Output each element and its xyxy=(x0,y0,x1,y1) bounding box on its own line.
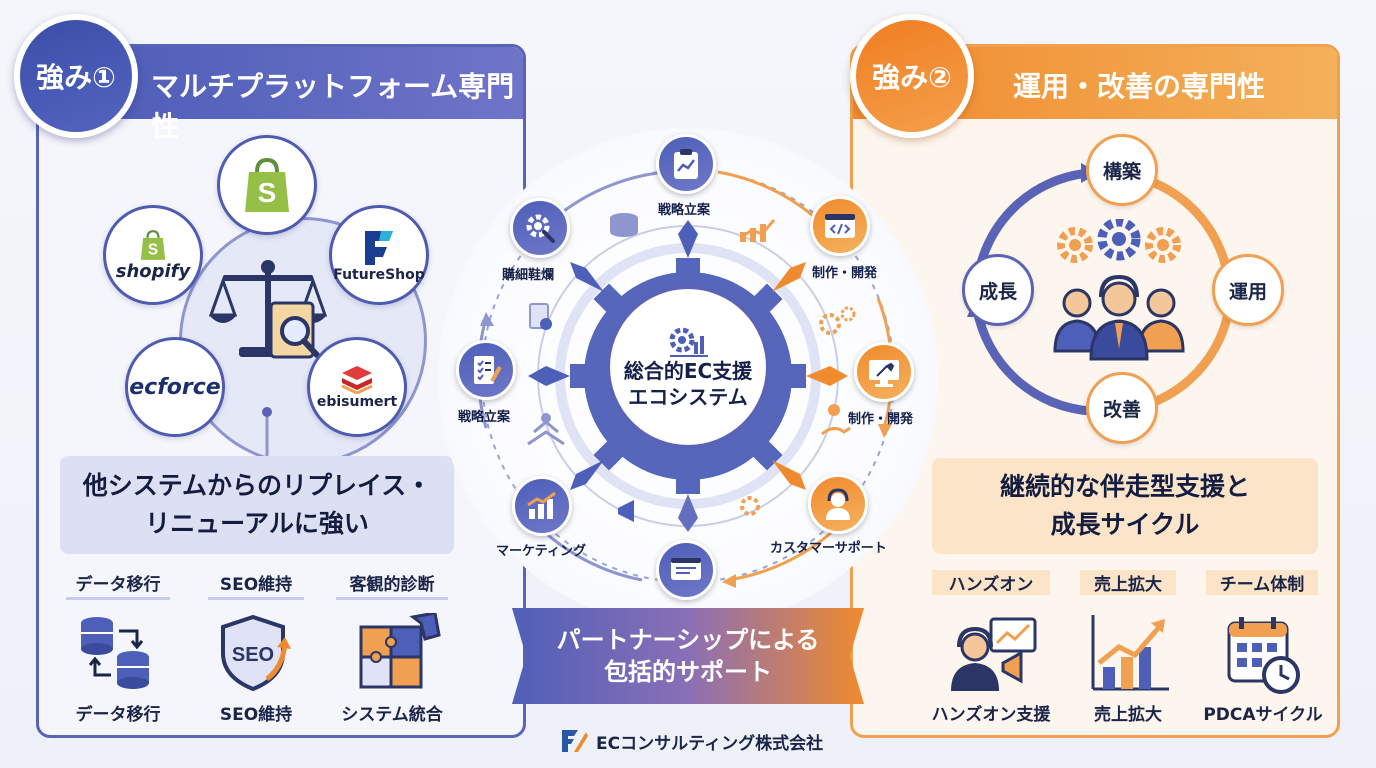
cycle-node-improve: 改善 xyxy=(1086,372,1158,444)
svg-text:S: S xyxy=(148,241,158,258)
feature-title-handson: ハンズオン xyxy=(932,570,1050,595)
cycle-node-build: 構築 xyxy=(1086,134,1158,206)
monitor-wrench-icon xyxy=(869,360,899,387)
feature-title-data-migration: データ移行 xyxy=(66,570,170,600)
ribbon-line-2: 包括的サポート xyxy=(604,658,772,686)
feature-caption-seo: SEO維持 xyxy=(219,705,293,725)
company-footer: ECコンサルティング株式会社 xyxy=(560,728,823,754)
shopify-bag-logo: S xyxy=(217,135,317,235)
hub-title-line-1: 総合的EC支援 xyxy=(623,359,753,383)
handson-support-icon xyxy=(951,617,1037,691)
node-customer-support xyxy=(808,474,868,534)
ecosystem-hub: 総合的EC支援 エコシステム xyxy=(606,285,770,449)
node-strategy-left xyxy=(456,340,516,400)
feature-title-seo: SEO維持 xyxy=(208,570,304,600)
ebisumert-logo-text: ebisumert xyxy=(316,394,398,410)
seo-shield-text: SEO xyxy=(232,644,274,666)
shopify-bag-icon: S xyxy=(245,157,289,212)
node-label-development-right: 制作・開発 xyxy=(848,412,914,427)
data-migration-icon xyxy=(81,617,149,689)
node-label-development-top: 制作・開発 xyxy=(812,266,878,281)
feature-caption-handson: ハンズオン支援 xyxy=(931,705,1051,725)
shopify-logo-text: shopify xyxy=(115,260,191,282)
node-strategy-top xyxy=(656,134,716,194)
node-development-right xyxy=(854,342,914,402)
ecforce-logo-text: ecforce xyxy=(129,374,221,400)
futureshop-logo-text: FutureShop xyxy=(333,267,425,283)
left-description-line-2: リニューアルに強い xyxy=(145,509,369,538)
feature-title-diagnosis: 客観的診断 xyxy=(336,570,448,600)
right-description-box: 継続的な伴走型支援と 成長サイクル xyxy=(932,458,1318,554)
code-window-icon xyxy=(825,214,855,238)
node-label-customer-support: カスタマーサポート xyxy=(770,541,887,556)
cycle-node-operate: 運用 xyxy=(1212,254,1284,326)
partnership-ribbon: パートナーシップによる 包括的サポート xyxy=(512,608,864,704)
right-panel-title: 運用・改善の専門性 xyxy=(1013,70,1266,103)
ebisumert-logo: ebisumert xyxy=(307,337,407,437)
ribbon-line-1: パートナーシップによる xyxy=(556,626,820,654)
hub-chart-gear-icon xyxy=(669,327,708,357)
chat-window-icon xyxy=(671,558,701,580)
hub-title-line-2: エコシステム xyxy=(628,385,748,409)
feature-caption-pdca: PDCAサイクル xyxy=(1203,705,1323,725)
node-label-analysis: 購細鞋爛 xyxy=(502,268,555,283)
puzzle-icon xyxy=(359,613,441,689)
left-panel-title: マルチプラットフォーム専門性 xyxy=(151,70,515,143)
sales-growth-icon xyxy=(1091,615,1169,691)
feature-title-sales: 売上拡大 xyxy=(1080,570,1176,595)
node-analysis xyxy=(510,198,570,258)
company-name: ECコンサルティング株式会社 xyxy=(596,733,824,754)
shopify-small-bag-icon: S xyxy=(140,229,166,260)
scale-inspection-icon xyxy=(209,260,328,359)
feature-caption-sales: 売上拡大 xyxy=(1094,705,1162,725)
headset-operator-icon xyxy=(826,488,850,520)
ebisumert-mark-icon xyxy=(341,366,373,394)
cycle-node-growth: 成長 xyxy=(962,254,1034,326)
seo-shield-icon: SEO xyxy=(221,614,291,692)
node-marketing xyxy=(512,476,572,536)
team-calendar-icon xyxy=(1227,617,1300,694)
node-label-marketing: マーケティング xyxy=(496,544,586,559)
strength-one-badge: 強み① xyxy=(14,14,138,138)
growth-bars-icon xyxy=(527,491,556,519)
node-chat-bottom xyxy=(656,540,716,600)
company-logo-icon xyxy=(562,730,588,752)
checklist-pen-icon xyxy=(474,356,502,384)
node-label-strategy-left: 戦略立案 xyxy=(458,410,511,425)
node-label-strategy-top: 戦略立案 xyxy=(658,203,711,218)
futureshop-mark-icon xyxy=(365,231,393,265)
feature-caption-system-integration: システム統合 xyxy=(341,705,443,725)
left-description-box: 他システムからのリプレイス・ リニューアルに強い xyxy=(60,456,454,554)
feature-title-team: チーム体制 xyxy=(1206,570,1318,595)
strategy-clipboard-icon xyxy=(674,149,698,179)
ecforce-logo: ecforce xyxy=(125,337,225,437)
right-description-line-2: 成長サイクル xyxy=(1050,510,1200,539)
feature-caption-data-migration: データ移行 xyxy=(75,705,161,725)
futureshop-logo: FutureShop xyxy=(329,205,429,305)
shopify-logo: S shopify xyxy=(103,205,203,305)
strength-two-badge: 強み② xyxy=(850,14,974,138)
svg-text:S: S xyxy=(258,177,277,208)
left-description-line-1: 他システムからのリプレイス・ xyxy=(82,471,432,500)
team-gears-icon xyxy=(1053,219,1185,361)
node-development-top xyxy=(810,196,870,256)
right-description-line-1: 継続的な伴走型支援と xyxy=(999,472,1250,501)
gear-magnifier-icon xyxy=(526,214,555,243)
